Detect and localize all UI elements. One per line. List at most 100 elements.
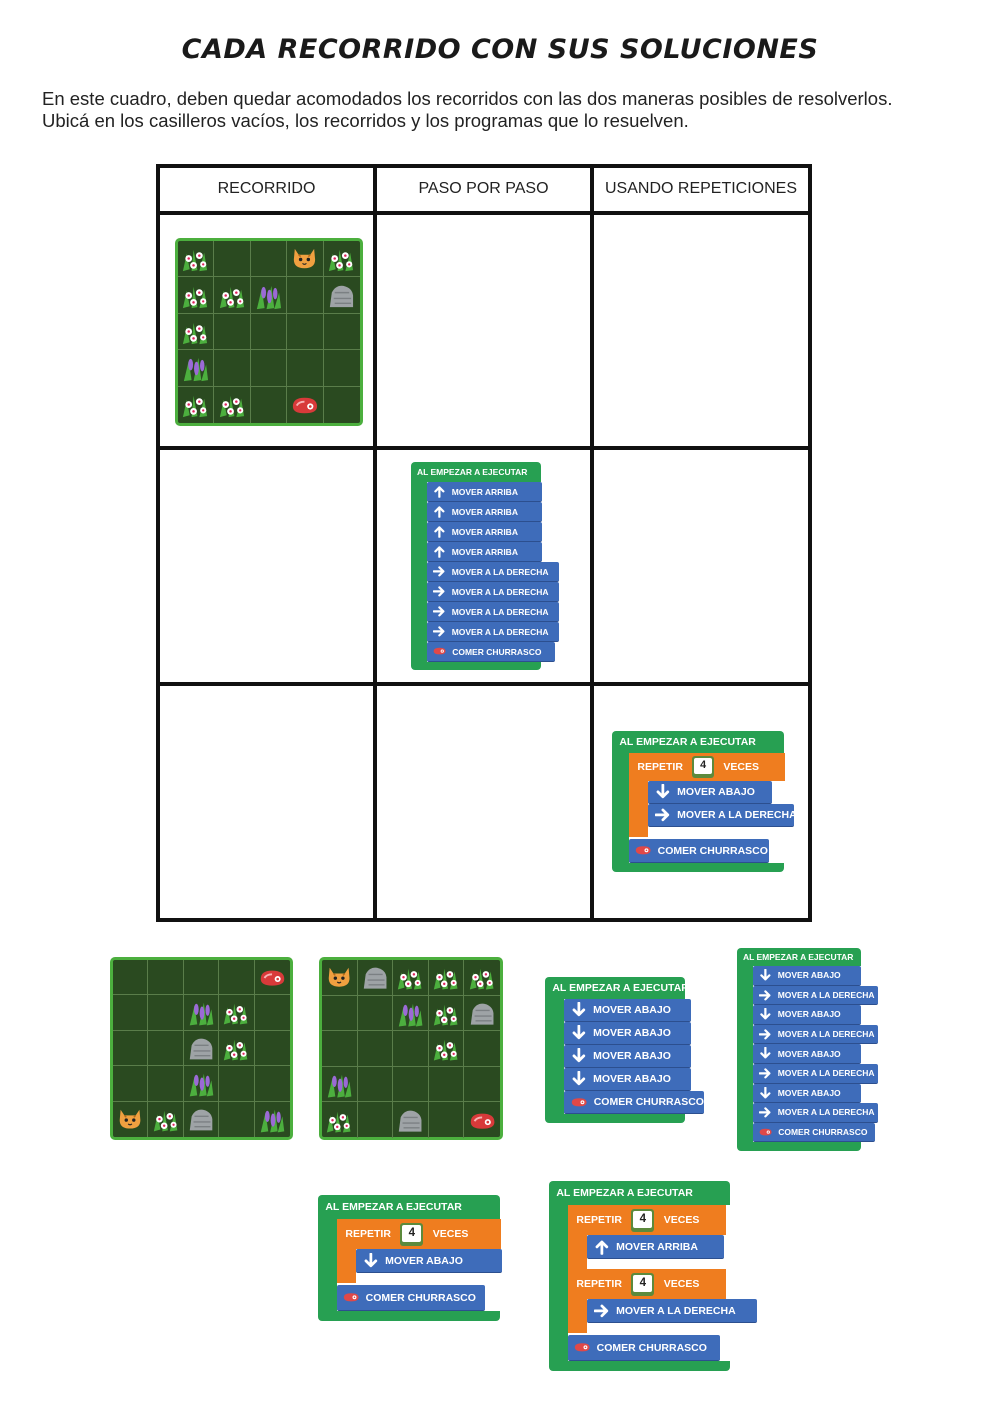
block-label: COMER CHURRASCO — [657, 844, 768, 857]
board-cell — [393, 995, 429, 1032]
board-loose-2[interactable] — [319, 957, 503, 1140]
board-cell — [358, 1102, 394, 1138]
eat-steak-block[interactable]: COMER CHURRASCO — [427, 642, 555, 662]
start-event-block[interactable]: AL EMPEZAR A EJECUTAR — [411, 462, 541, 482]
board-cell — [322, 995, 358, 1032]
move-down-block[interactable]: MOVER ABAJO — [564, 999, 691, 1022]
move-down-block[interactable]: MOVER ABAJO — [753, 1005, 861, 1025]
steak-icon — [343, 1291, 359, 1304]
steak-icon — [635, 844, 651, 857]
move-up-block[interactable]: MOVER ARRIBA — [427, 482, 542, 502]
block-label: MOVER A LA DERECHA — [777, 989, 875, 1000]
start-event-block[interactable]: AL EMPEZAR A EJECUTAR — [612, 731, 784, 753]
move-right-block[interactable]: MOVER A LA DERECHA — [427, 582, 559, 602]
move-down-block[interactable]: MOVER ABAJO — [356, 1249, 502, 1273]
arrow-right-icon — [432, 585, 446, 598]
board-loose-1[interactable] — [110, 957, 293, 1140]
move-right-block[interactable]: MOVER A LA DERECHA — [427, 602, 559, 622]
eat-steak-block[interactable]: COMER CHURRASCO — [629, 839, 769, 863]
start-event-block[interactable]: AL EMPEZAR A EJECUTAR — [318, 1195, 500, 1219]
move-down-block[interactable]: MOVER ABAJO — [753, 1044, 861, 1064]
lavender-icon — [261, 1109, 285, 1133]
header-paso-por-paso: PASO POR PASO — [418, 180, 549, 197]
move-right-block[interactable]: MOVER A LA DERECHA — [587, 1299, 757, 1323]
rock-icon — [189, 1038, 213, 1060]
eat-steak-block[interactable]: COMER CHURRASCO — [337, 1285, 485, 1311]
board-cell — [323, 277, 360, 314]
lavender-icon — [399, 1003, 423, 1027]
arrow-down-icon — [759, 1047, 772, 1060]
move-down-block[interactable]: MOVER ABAJO — [753, 1083, 861, 1104]
rock-icon — [399, 1110, 422, 1132]
repeat-block-side — [568, 1299, 587, 1333]
eat-steak-block[interactable]: COMER CHURRASCO — [564, 1091, 704, 1114]
move-right-block[interactable]: MOVER A LA DERECHA — [753, 985, 878, 1006]
move-up-block[interactable]: MOVER ARRIBA — [427, 502, 542, 522]
flower-bush-icon — [433, 968, 458, 990]
times-label: VECES — [432, 1228, 469, 1240]
flower-bush-icon — [433, 1039, 458, 1061]
move-down-block[interactable]: MOVER ABAJO — [648, 781, 772, 804]
board-cell — [464, 1067, 500, 1103]
arrow-right-icon — [758, 1106, 772, 1119]
steak-icon — [433, 646, 446, 656]
arrow-down-icon — [571, 1071, 587, 1087]
block-label: MOVER ABAJO — [777, 970, 841, 981]
block-label: MOVER A LA DERECHA — [451, 626, 549, 637]
board-cell — [183, 1066, 220, 1102]
block-label: MOVER ABAJO — [593, 1050, 671, 1062]
block-label: MOVER ABAJO — [593, 1073, 671, 1085]
start-event-block[interactable]: AL EMPEZAR A EJECUTAR — [737, 948, 861, 966]
block-label: MOVER A LA DERECHA — [777, 1029, 875, 1040]
eat-steak-block[interactable]: COMER CHURRASCO — [568, 1335, 720, 1361]
move-up-block[interactable]: MOVER ARRIBA — [587, 1235, 724, 1259]
move-down-block[interactable]: MOVER ABAJO — [564, 1022, 691, 1045]
board-cell — [219, 1030, 255, 1067]
move-down-block[interactable]: MOVER ABAJO — [564, 1045, 691, 1068]
board-cell — [178, 241, 215, 278]
repeat-label: REPETIR — [345, 1228, 391, 1240]
rock-icon — [330, 285, 354, 307]
block-label: COMER CHURRASCO — [778, 1127, 868, 1138]
block-label: MOVER ARRIBA — [451, 546, 518, 557]
repeat-block-side — [629, 781, 648, 837]
event-block-footer — [737, 1142, 861, 1152]
board-cell — [250, 241, 288, 278]
table-divider-row-1 — [156, 446, 812, 450]
rock-icon — [363, 967, 387, 989]
start-event-block[interactable]: AL EMPEZAR A EJECUTAR — [549, 1181, 730, 1205]
block-label: MOVER ABAJO — [385, 1254, 463, 1267]
eat-steak-block[interactable]: COMER CHURRASCO — [753, 1122, 875, 1143]
move-right-block[interactable]: MOVER A LA DERECHA — [648, 804, 797, 827]
arrow-down-icon — [571, 1002, 587, 1018]
move-down-block[interactable]: MOVER ABAJO — [564, 1068, 691, 1091]
move-up-block[interactable]: MOVER ARRIBA — [427, 542, 542, 562]
flower-bush-icon — [153, 1110, 177, 1132]
table-divider-row-2 — [156, 682, 812, 686]
move-right-block[interactable]: MOVER A LA DERECHA — [753, 1064, 878, 1084]
board-cell — [287, 277, 324, 314]
move-right-block[interactable]: MOVER A LA DERECHA — [753, 1024, 878, 1045]
cat-icon — [119, 1109, 141, 1129]
board-cell — [178, 313, 215, 351]
board-in-table[interactable] — [175, 238, 363, 426]
move-right-block[interactable]: MOVER A LA DERECHA — [427, 622, 559, 642]
board-cell — [323, 241, 360, 278]
arrow-right-icon — [432, 565, 446, 578]
board-cell — [357, 960, 394, 996]
board-cell — [250, 313, 288, 351]
move-down-block[interactable]: MOVER ABAJO — [753, 966, 861, 986]
move-right-block[interactable]: MOVER A LA DERECHA — [753, 1103, 878, 1123]
board-cell — [254, 995, 290, 1031]
board-cell — [214, 277, 251, 314]
lavender-icon — [256, 285, 282, 309]
move-up-block[interactable]: MOVER ARRIBA — [427, 522, 542, 542]
move-right-block[interactable]: MOVER A LA DERECHA — [427, 562, 559, 582]
lavender-icon — [184, 358, 209, 382]
block-label: MOVER ARRIBA — [451, 526, 518, 537]
start-event-block[interactable]: AL EMPEZAR A EJECUTAR — [545, 977, 689, 999]
